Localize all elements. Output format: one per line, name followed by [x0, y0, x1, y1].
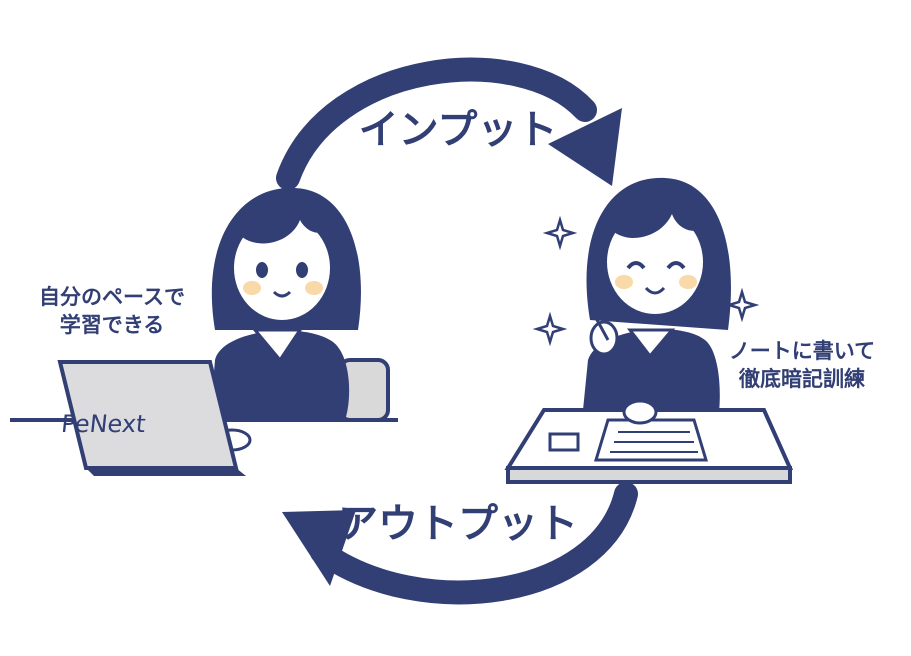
input-arrow	[276, 57, 622, 190]
right-caption-line2: 徹底暗記訓練	[738, 367, 865, 391]
eraser	[548, 432, 580, 452]
desk	[504, 399, 794, 484]
left-student-illustration	[10, 187, 398, 452]
right-student-illustration	[532, 177, 760, 420]
output-arrow	[282, 482, 638, 605]
laptop-brand-text: PeNext	[60, 410, 147, 438]
input-label: インプット	[359, 107, 558, 153]
output-label: アウトプット	[338, 501, 578, 547]
left-caption-line1: 自分のペースで	[39, 285, 185, 309]
right-student-body	[582, 329, 720, 420]
right-caption-line1: ノートに書いて	[729, 339, 875, 363]
left-caption-line2: 学習できる	[60, 313, 165, 337]
sparkle-icon	[724, 287, 760, 323]
laptop	[57, 360, 246, 476]
sparkle-icon	[542, 215, 578, 251]
left-student-body	[210, 330, 350, 420]
sparkle-icon	[532, 311, 568, 347]
notebook	[593, 418, 709, 462]
